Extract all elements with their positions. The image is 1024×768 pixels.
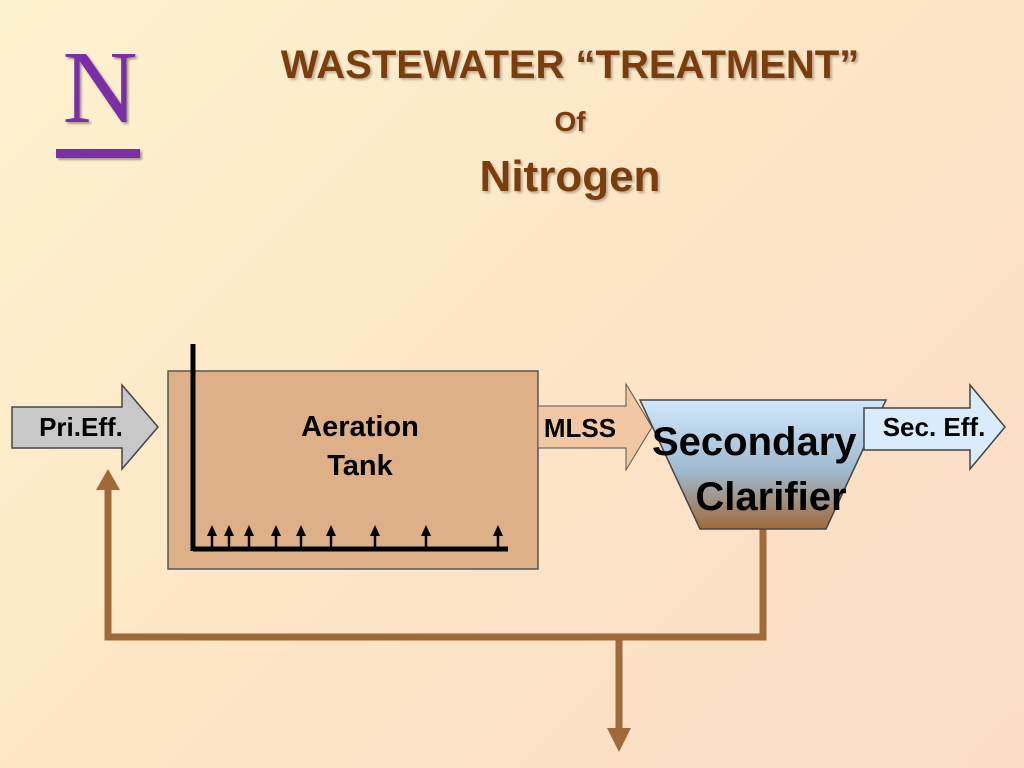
air-arrow-head: [224, 525, 234, 536]
mlss-label: MLSS: [543, 413, 617, 443]
waste-sludge-arrowhead: [607, 728, 631, 752]
air-arrow-head: [421, 525, 431, 536]
air-arrow-head: [493, 525, 503, 536]
nitrogen-logo-letter: N: [62, 30, 138, 145]
mlss-arrow: [537, 382, 653, 472]
clarifier-label-line1: Secondary: [652, 420, 857, 464]
air-arrow-head: [244, 525, 254, 536]
air-arrow-head: [271, 525, 281, 536]
return-arrowhead: [96, 469, 120, 490]
secondary-effluent-arrow: [863, 382, 1006, 472]
logo-underline: [56, 149, 140, 158]
air-arrow-head: [370, 525, 380, 536]
secondary-effluent-label: Sec. Eff.: [882, 412, 986, 442]
return-sludge-pipe: [104, 488, 767, 730]
air-arrow-head: [326, 525, 336, 536]
slide-subtitle: Nitrogen: [479, 152, 661, 201]
air-arrow-head: [296, 525, 306, 536]
slide-title-of: Of: [554, 106, 586, 137]
slide-title: WASTEWATER “TREATMENT”: [280, 43, 860, 87]
aeration-tank-label: Aeration Tank: [270, 408, 450, 486]
secondary-clarifier: [638, 399, 888, 530]
aeration-tank-label-line2: Tank: [327, 450, 393, 482]
primary-effluent-arrow: [11, 382, 159, 472]
air-diffusers: [207, 525, 503, 549]
air-arrow-head: [207, 525, 217, 536]
primary-effluent-label: Pri.Eff.: [39, 412, 123, 442]
clarifier-label-line2: Clarifier: [695, 475, 847, 519]
aeration-tank-label-line1: Aeration: [301, 411, 419, 443]
